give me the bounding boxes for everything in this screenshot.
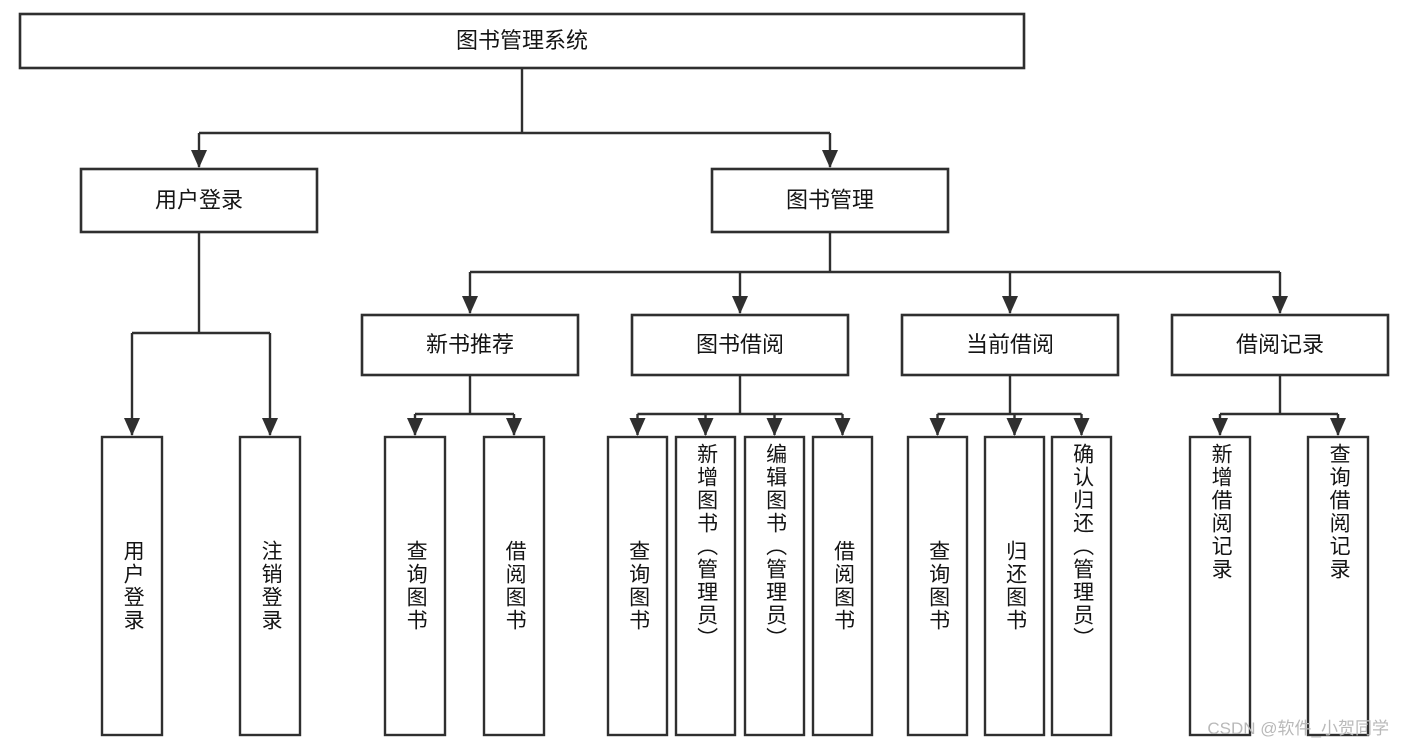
leaf-box[interactable]: [743, 435, 806, 737]
arrow-down-icon: [1272, 296, 1288, 314]
arrow-down-icon: [506, 418, 522, 436]
arrow-layer: [124, 150, 1346, 436]
arrow-down-icon: [191, 150, 207, 168]
leaf-box[interactable]: [1188, 435, 1252, 737]
arrow-down-icon: [1330, 418, 1346, 436]
arrow-down-icon: [822, 150, 838, 168]
arrow-down-icon: [1073, 418, 1090, 436]
arrow-down-icon: [766, 418, 783, 436]
level3-box[interactable]: [1170, 313, 1390, 377]
node-level3-3[interactable]: 当前借阅: [900, 313, 1120, 377]
arrow-down-icon: [124, 418, 140, 436]
leaf-box[interactable]: [1306, 435, 1370, 737]
level2-box[interactable]: [79, 167, 319, 234]
arrow-down-icon: [929, 418, 946, 436]
arrow-down-icon: [697, 418, 714, 436]
level2-layer: 用户登录 图书管理: [79, 167, 950, 234]
level2-label: 图书管理: [786, 187, 874, 212]
level3-label: 当前借阅: [966, 332, 1054, 357]
node-level3-4[interactable]: 借阅记录: [1170, 313, 1390, 377]
node-level3-2[interactable]: 图书借阅: [630, 313, 850, 377]
arrow-down-icon: [1212, 418, 1228, 436]
leaf-box[interactable]: [383, 435, 447, 737]
arrow-down-icon: [262, 418, 278, 436]
arrow-down-icon: [834, 418, 851, 436]
level3-label: 图书借阅: [696, 332, 784, 357]
level3-label: 新书推荐: [426, 332, 514, 357]
level3-layer: 新书推荐 图书借阅 当前借阅 借阅记录: [360, 313, 1390, 377]
root-box[interactable]: [18, 12, 1026, 70]
arrow-down-icon: [1006, 418, 1023, 436]
arrow-down-icon: [1002, 296, 1018, 314]
node-level2-2[interactable]: 图书管理: [710, 167, 950, 234]
watermark-text: CSDN @软件_小贺同学: [1207, 719, 1389, 738]
node-level2-1[interactable]: 用户登录: [79, 167, 319, 234]
arrow-down-icon: [732, 296, 748, 314]
level3-label: 借阅记录: [1236, 332, 1324, 357]
connector-layer: [130, 68, 1340, 435]
arrow-down-icon: [462, 296, 478, 314]
leaf-layer: [100, 435, 1370, 737]
leaf-box[interactable]: [674, 435, 737, 737]
leaf-box[interactable]: [238, 435, 302, 737]
level2-label: 用户登录: [155, 187, 243, 212]
leaf-box[interactable]: [906, 435, 969, 737]
leaf-box[interactable]: [1050, 435, 1113, 737]
arrow-down-icon: [407, 418, 423, 436]
node-level3-1[interactable]: 新书推荐: [360, 313, 580, 377]
leaf-box[interactable]: [606, 435, 669, 737]
root-label: 图书管理系统: [456, 28, 588, 53]
leaf-box[interactable]: [482, 435, 546, 737]
level3-box[interactable]: [630, 313, 850, 377]
arrow-down-icon: [629, 418, 646, 436]
node-root[interactable]: 图书管理系统: [18, 12, 1026, 70]
leaf-box[interactable]: [983, 435, 1046, 737]
leaf-box[interactable]: [811, 435, 874, 737]
level3-box[interactable]: [360, 313, 580, 377]
leaf-box[interactable]: [100, 435, 164, 737]
level3-box[interactable]: [900, 313, 1120, 377]
level2-box[interactable]: [710, 167, 950, 234]
